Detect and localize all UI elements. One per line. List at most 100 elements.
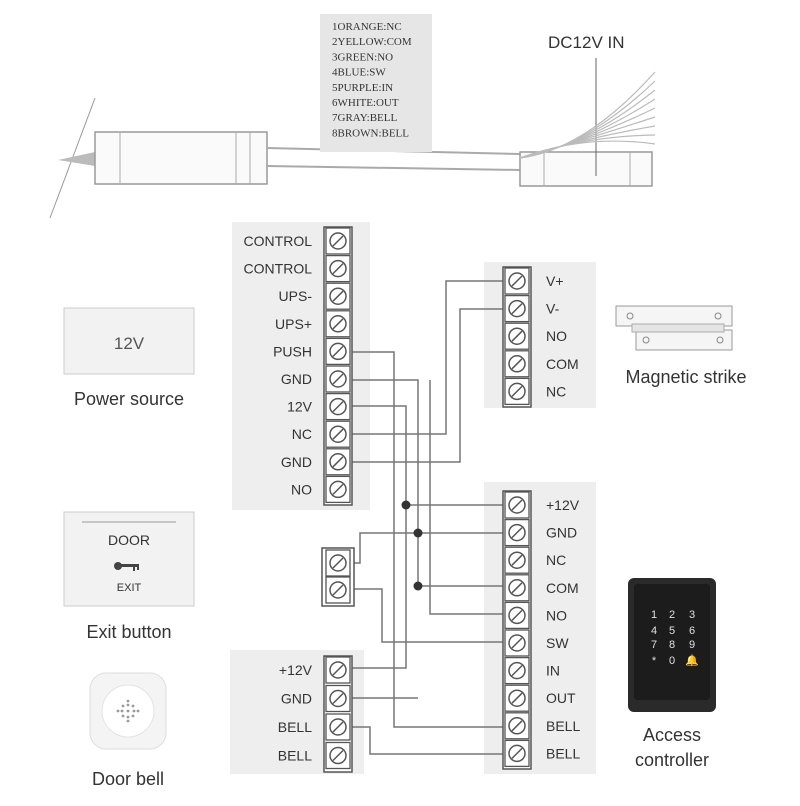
screw-terminal xyxy=(325,254,351,283)
junction-dot xyxy=(413,528,423,538)
color-legend: 1ORANGE:NC 2YELLOW:COM 3GREEN:NO 4BLUE:SW 5P… xyxy=(332,21,412,139)
wire-12v-to-bell-power xyxy=(350,405,407,669)
strike-block-panel xyxy=(484,262,596,408)
wire-push-to-bell xyxy=(350,351,506,728)
color-legend-panel xyxy=(320,14,432,152)
terminal-label: GND xyxy=(281,371,312,387)
legend-entry: 3GREEN:NO xyxy=(332,51,393,63)
wire-bell-to-bell xyxy=(350,726,506,755)
terminal-label: NO xyxy=(291,481,312,497)
screw-terminal xyxy=(325,337,351,366)
strike-bar-bottom xyxy=(635,329,733,351)
screw-terminal xyxy=(325,549,351,577)
terminal-label: BELL xyxy=(546,745,580,761)
wire-nc-to-strike-v-plus xyxy=(350,280,506,435)
terminal-label: 12V xyxy=(287,399,313,415)
power-source-caption: Power source xyxy=(74,389,184,409)
terminal-label: UPS+ xyxy=(275,316,312,332)
legend-entry: 6WHITE:OUT xyxy=(332,97,399,109)
keypad-key: 4 xyxy=(651,625,657,637)
legend-entry: 8BROWN:BELL xyxy=(332,127,409,139)
terminal-label: CONTROL xyxy=(244,261,313,277)
screw-terminal xyxy=(325,475,351,504)
screw-terminal xyxy=(325,713,351,741)
wire-gnd-to-com xyxy=(350,379,419,586)
terminal-label: OUT xyxy=(546,690,576,706)
exit-button-plate xyxy=(63,511,195,607)
screw-terminal xyxy=(504,574,530,602)
screw-terminal xyxy=(504,322,530,350)
exit-button-exit-text: EXIT xyxy=(117,582,142,594)
terminal-label: V- xyxy=(546,301,560,317)
terminal-label: NC xyxy=(546,552,566,568)
screw-terminal xyxy=(325,741,351,770)
strike-plate xyxy=(631,323,725,333)
power-source-voltage: 12V xyxy=(114,334,145,353)
strike-screw-hole xyxy=(716,336,724,344)
speaker-hole xyxy=(131,704,135,708)
keypad-key: 2 xyxy=(669,609,675,621)
legend-entry: 1ORANGE:NC xyxy=(332,21,402,33)
dc-input-label: DC12V IN xyxy=(548,33,625,52)
wire-junctions xyxy=(401,500,423,591)
terminal-label: CONTROL xyxy=(244,233,313,249)
keypad-key: 0 xyxy=(669,655,675,667)
screw-terminal xyxy=(504,546,530,574)
strike-screw-hole xyxy=(642,336,650,344)
keypad-key: 6 xyxy=(689,625,695,637)
keypad-key: 1 xyxy=(651,609,657,621)
screw-terminal xyxy=(325,282,351,310)
door-bell-speaker-icon xyxy=(116,699,140,723)
speaker-hole xyxy=(136,709,140,713)
strike-caption: Magnetic strike xyxy=(625,367,746,387)
cable-wire xyxy=(266,165,521,171)
legend-entry: 5PURPLE:IN xyxy=(332,82,393,94)
terminal-label: NO xyxy=(546,328,567,344)
terminal-label: +12V xyxy=(546,497,580,513)
screw-terminal xyxy=(504,491,530,519)
cable-illustration: 1ORANGE:NC 2YELLOW:COM 3GREEN:NO 4BLUE:SW 5P… xyxy=(49,14,656,219)
controller-caption-line2: controller xyxy=(635,750,709,770)
wire-button-2 xyxy=(350,588,506,643)
keypad-key: 3 xyxy=(689,609,695,621)
speaker-hole xyxy=(121,714,125,718)
screw-terminal xyxy=(504,518,530,547)
wire-gnd-to-strike-v-minus xyxy=(350,308,506,463)
speaker-hole xyxy=(126,703,130,707)
fan-wire xyxy=(519,71,656,159)
screw-terminal xyxy=(504,712,530,740)
keypad-key: * xyxy=(652,655,657,667)
strike-screw-hole xyxy=(714,312,722,320)
terminal-label: +12V xyxy=(279,662,313,678)
terminal-label: BELL xyxy=(278,719,312,735)
legend-entry: 7GRAY:BELL xyxy=(332,112,397,124)
cable-tip xyxy=(58,152,95,166)
exit-button: DOOR EXIT Exit button xyxy=(63,511,195,642)
terminal-label: BELL xyxy=(278,748,312,764)
speaker-hole xyxy=(126,715,130,719)
screw-terminal xyxy=(504,350,530,378)
legend-entry: 4BLUE:SW xyxy=(332,67,386,79)
terminal-label: PUSH xyxy=(273,343,312,359)
controller-keypad-face xyxy=(634,584,710,700)
speaker-hole xyxy=(116,709,120,713)
screw-terminal xyxy=(325,576,351,604)
screw-terminal xyxy=(325,448,351,476)
door-bell: Door bell xyxy=(89,672,167,789)
speaker-hole xyxy=(121,704,125,708)
speaker-hole xyxy=(131,714,135,718)
screw-terminal xyxy=(325,310,351,338)
speaker-hole xyxy=(126,709,130,713)
exit-button-terminal-block xyxy=(321,547,355,607)
keypad-key: 5 xyxy=(669,625,675,637)
fan-wire xyxy=(519,140,656,159)
speaker-hole xyxy=(132,709,136,713)
terminal-label: NO xyxy=(546,607,567,623)
legend-entry: 2YELLOW:COM xyxy=(332,36,412,48)
